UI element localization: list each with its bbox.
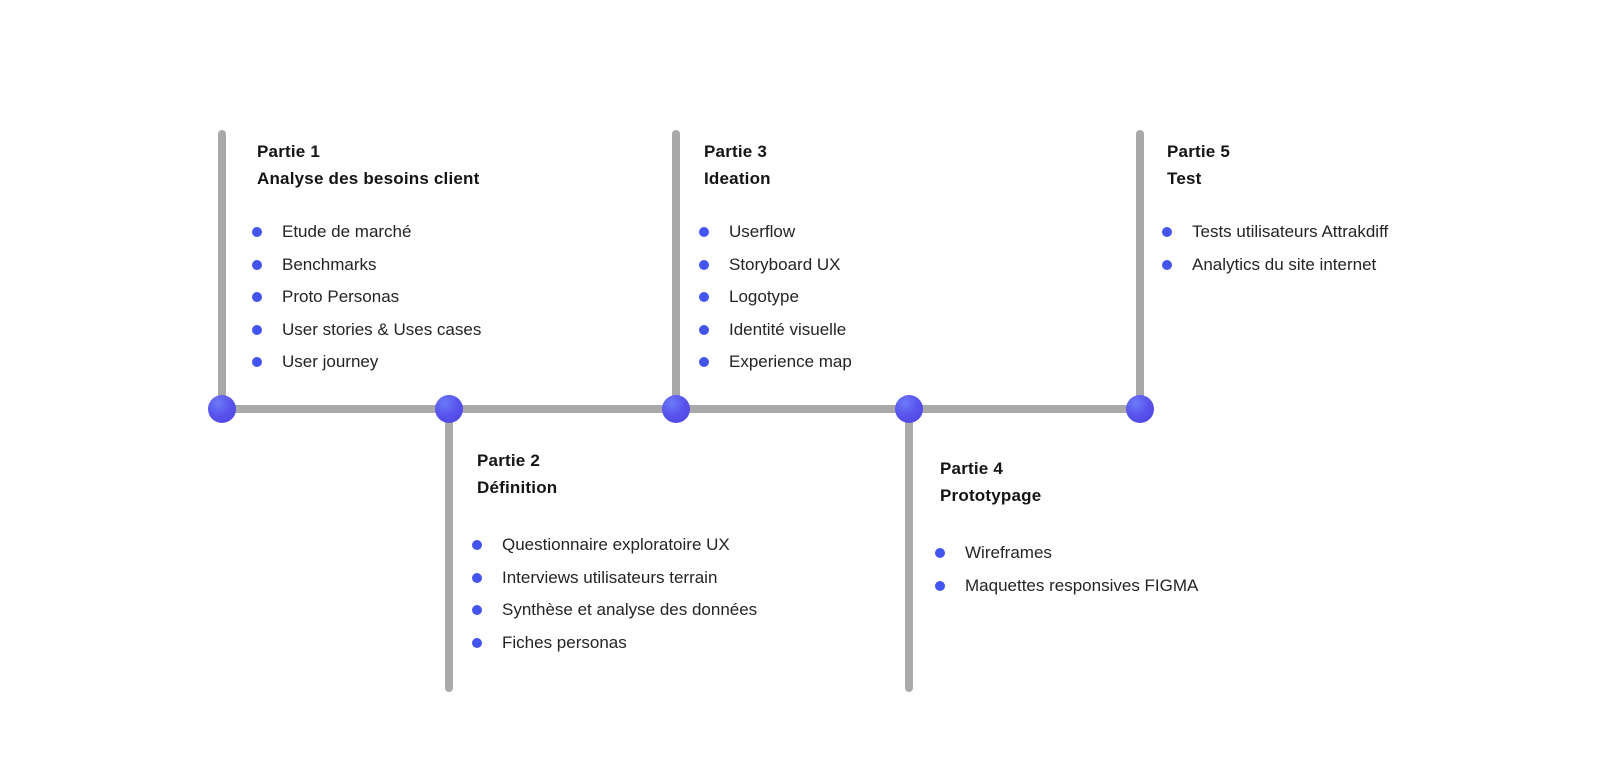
bullet-dot-icon bbox=[252, 324, 262, 335]
bullet-dot-icon bbox=[472, 637, 482, 648]
timeline-branch-line-partie-3 bbox=[672, 130, 680, 413]
list-item: Interviews utilisateurs terrain bbox=[472, 562, 757, 595]
section-partie-2: Partie 2 Définition Questionnaire explor… bbox=[472, 447, 757, 659]
timeline-branch-line-partie-5 bbox=[1136, 130, 1144, 413]
list-item-label: Etude de marché bbox=[282, 222, 412, 242]
timeline-node-partie-2 bbox=[435, 395, 463, 423]
bullet-dot-icon bbox=[699, 357, 709, 368]
timeline-branch-line-partie-2 bbox=[445, 405, 453, 692]
bullet-dot-icon bbox=[252, 357, 262, 368]
list-item: Wireframes bbox=[935, 537, 1198, 570]
list-item: Benchmarks bbox=[252, 249, 481, 282]
timeline-branch-line-partie-1 bbox=[218, 130, 226, 413]
section-item-list: Tests utilisateurs Attrakdiff Analytics … bbox=[1162, 216, 1388, 281]
list-item: User journey bbox=[252, 346, 481, 379]
section-partie-1: Partie 1 Analyse des besoins client Etud… bbox=[252, 138, 481, 379]
list-item: Etude de marché bbox=[252, 216, 481, 249]
section-title: Test bbox=[1167, 169, 1202, 188]
section-label: Partie 3 bbox=[704, 142, 768, 161]
list-item-label: Synthèse et analyse des données bbox=[502, 600, 758, 620]
timeline-node-partie-1 bbox=[208, 395, 236, 423]
section-title: Définition bbox=[477, 478, 558, 497]
list-item-label: Tests utilisateurs Attrakdiff bbox=[1192, 222, 1389, 242]
list-item-label: Identité visuelle bbox=[729, 319, 847, 339]
section-item-list: Etude de marché Benchmarks Proto Persona… bbox=[252, 216, 481, 379]
list-item: Synthèse et analyse des données bbox=[472, 594, 757, 627]
section-label: Partie 1 bbox=[257, 142, 321, 161]
list-item: Identité visuelle bbox=[699, 314, 852, 347]
bullet-dot-icon bbox=[935, 548, 945, 559]
bullet-dot-icon bbox=[699, 227, 709, 238]
section-item-list: Userflow Storyboard UX Logotype Identité… bbox=[699, 216, 852, 379]
bullet-dot-icon bbox=[472, 572, 482, 583]
list-item-label: Analytics du site internet bbox=[1192, 254, 1377, 274]
bullet-dot-icon bbox=[1162, 259, 1172, 270]
list-item: Analytics du site internet bbox=[1162, 249, 1388, 282]
timeline-node-partie-3 bbox=[662, 395, 690, 423]
list-item: Logotype bbox=[699, 281, 852, 314]
list-item-label: Fiches personas bbox=[502, 632, 627, 652]
list-item: Fiches personas bbox=[472, 627, 757, 660]
timeline-node-partie-4 bbox=[895, 395, 923, 423]
bullet-dot-icon bbox=[252, 227, 262, 238]
list-item: Tests utilisateurs Attrakdiff bbox=[1162, 216, 1388, 249]
list-item: Userflow bbox=[699, 216, 852, 249]
bullet-dot-icon bbox=[699, 259, 709, 270]
section-partie-4: Partie 4 Prototypage Wireframes Maquette… bbox=[935, 455, 1198, 602]
list-item: Experience map bbox=[699, 346, 852, 379]
list-item-label: Logotype bbox=[729, 287, 799, 307]
bullet-dot-icon bbox=[252, 259, 262, 270]
bullet-dot-icon bbox=[252, 292, 262, 303]
list-item-label: Userflow bbox=[729, 222, 796, 242]
section-label: Partie 2 bbox=[477, 451, 541, 470]
bullet-dot-icon bbox=[472, 540, 482, 551]
timeline-node-partie-5 bbox=[1126, 395, 1154, 423]
list-item-label: Interviews utilisateurs terrain bbox=[502, 567, 718, 587]
bullet-dot-icon bbox=[1162, 227, 1172, 238]
bullet-dot-icon bbox=[699, 292, 709, 303]
section-item-list: Wireframes Maquettes responsives FIGMA bbox=[935, 537, 1198, 602]
list-item: Questionnaire exploratoire UX bbox=[472, 529, 757, 562]
list-item: Maquettes responsives FIGMA bbox=[935, 570, 1198, 603]
list-item-label: Benchmarks bbox=[282, 254, 377, 274]
bullet-dot-icon bbox=[472, 605, 482, 616]
list-item: User stories & Uses cases bbox=[252, 314, 481, 347]
section-item-list: Questionnaire exploratoire UX Interviews… bbox=[472, 529, 757, 659]
section-title: Ideation bbox=[704, 169, 771, 188]
list-item-label: User journey bbox=[282, 352, 379, 372]
list-item-label: Storyboard UX bbox=[729, 254, 841, 274]
bullet-dot-icon bbox=[699, 324, 709, 335]
list-item-label: Wireframes bbox=[965, 543, 1052, 563]
list-item-label: Maquettes responsives FIGMA bbox=[965, 575, 1199, 595]
list-item-label: Proto Personas bbox=[282, 287, 400, 307]
section-label: Partie 5 bbox=[1167, 142, 1231, 161]
list-item-label: Experience map bbox=[729, 352, 852, 372]
section-title: Prototypage bbox=[940, 486, 1042, 505]
section-title: Analyse des besoins client bbox=[257, 169, 480, 188]
section-label: Partie 4 bbox=[940, 459, 1004, 478]
section-partie-5: Partie 5 Test Tests utilisateurs Attrakd… bbox=[1162, 138, 1388, 281]
section-partie-3: Partie 3 Ideation Userflow Storyboard UX… bbox=[699, 138, 852, 379]
list-item: Storyboard UX bbox=[699, 249, 852, 282]
list-item-label: Questionnaire exploratoire UX bbox=[502, 535, 730, 555]
timeline-branch-line-partie-4 bbox=[905, 405, 913, 692]
bullet-dot-icon bbox=[935, 580, 945, 591]
list-item: Proto Personas bbox=[252, 281, 481, 314]
list-item-label: User stories & Uses cases bbox=[282, 319, 482, 339]
